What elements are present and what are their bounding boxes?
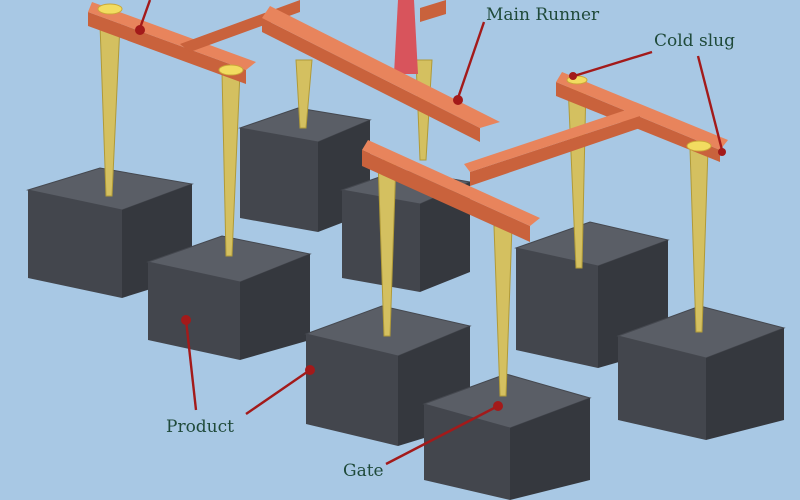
cold-slug-1 — [97, 3, 123, 15]
label-cold-slug: Cold slug — [654, 31, 735, 51]
cold-slug-4 — [686, 140, 712, 152]
label-gate: Gate — [343, 461, 384, 481]
gate-8 — [689, 147, 709, 333]
gate-7 — [493, 225, 513, 397]
product-cube-6 — [422, 373, 592, 500]
runner-system — [88, 0, 728, 242]
sprue — [394, 0, 418, 74]
leader-lines — [135, 0, 726, 466]
label-product: Product — [166, 417, 234, 437]
product-cube-2 — [146, 235, 312, 360]
label-main-runner: Main Runner — [486, 5, 600, 25]
cold-slug-2 — [218, 64, 244, 76]
gate-2 — [221, 71, 241, 257]
gate-3 — [295, 59, 313, 129]
